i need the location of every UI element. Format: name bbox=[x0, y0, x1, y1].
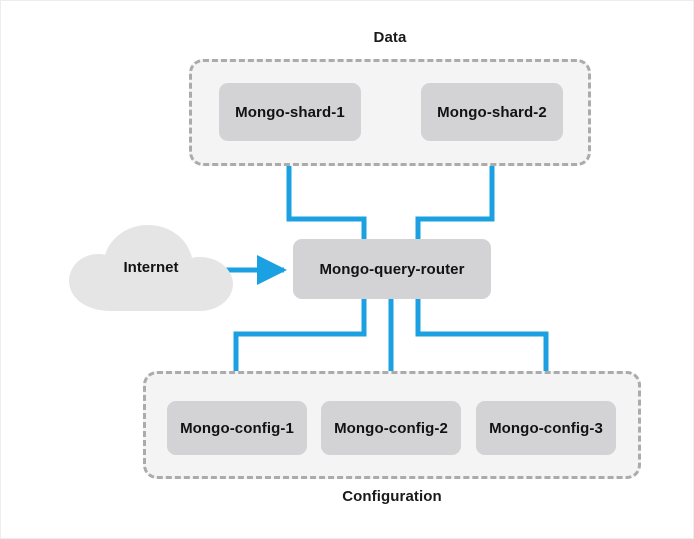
internet-label: Internet bbox=[123, 259, 179, 276]
internet-cloud-icon bbox=[63, 223, 239, 315]
wire-shard2-router bbox=[415, 141, 495, 239]
wire-shard1-router bbox=[286, 141, 367, 239]
node-mongo-config-3[interactable]: Mongo-config-3 bbox=[476, 401, 616, 455]
group-caption-data: Data bbox=[373, 29, 407, 46]
node-mongo-config-1[interactable]: Mongo-config-1 bbox=[167, 401, 307, 455]
wire-router-config3 bbox=[415, 299, 549, 401]
node-mongo-shard-1[interactable]: Mongo-shard-1 bbox=[219, 83, 361, 141]
node-mongo-shard-2[interactable]: Mongo-shard-2 bbox=[421, 83, 563, 141]
group-caption-configuration: Configuration bbox=[342, 488, 442, 505]
node-mongo-config-2[interactable]: Mongo-config-2 bbox=[321, 401, 461, 455]
node-mongo-query-router[interactable]: Mongo-query-router bbox=[293, 239, 491, 299]
wire-router-config1 bbox=[233, 299, 367, 401]
